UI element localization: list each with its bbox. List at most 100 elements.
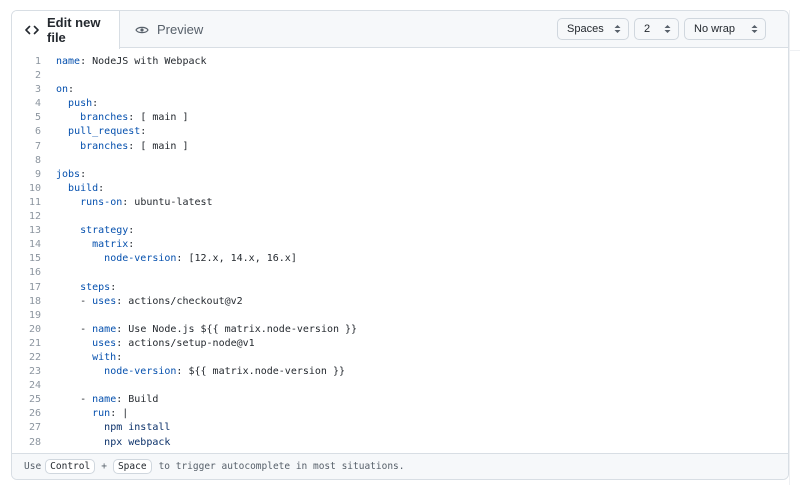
colon: : <box>92 98 99 110</box>
yaml-key: run <box>92 408 111 420</box>
code-line[interactable]: 4 push: <box>12 97 788 111</box>
line-number: 8 <box>34 154 41 166</box>
colon: : <box>116 295 123 307</box>
block-scalar: npx webpack <box>104 436 171 448</box>
code-line[interactable]: 22 with: <box>12 351 788 365</box>
indent <box>56 197 80 208</box>
code-line[interactable]: 13 strategy: <box>12 224 788 238</box>
colon: : <box>110 408 117 420</box>
code-line[interactable]: 26 run: | <box>12 407 788 421</box>
code-line[interactable]: 21 uses: actions/setup-node@v1 <box>12 337 788 351</box>
code-line[interactable]: 16 <box>12 266 788 280</box>
indent <box>56 282 80 293</box>
code-line[interactable]: 14 matrix: <box>12 238 788 252</box>
yaml-key: build <box>68 182 99 194</box>
code-line[interactable]: 17 steps: <box>12 281 788 295</box>
line-number: 6 <box>34 126 41 138</box>
line-content: steps: <box>56 281 116 295</box>
select-caret-icon <box>664 24 671 34</box>
colon: : <box>110 281 117 293</box>
yaml-key: name <box>92 394 117 406</box>
code-line[interactable]: 20 - name: Use Node.js ${{ matrix.node-v… <box>12 323 788 337</box>
hint-plus: + <box>101 461 107 472</box>
line-number: 12 <box>28 211 41 223</box>
yaml-key: node-version <box>104 253 177 265</box>
indent <box>56 408 92 419</box>
line-number: 26 <box>28 408 41 420</box>
indent-size-value: 2 <box>644 23 651 35</box>
code-line[interactable]: 12 <box>12 210 788 224</box>
colon: : <box>116 323 123 335</box>
line-number: 10 <box>28 182 41 194</box>
yaml-value: ${{ matrix.node-version }} <box>182 366 346 378</box>
code-line[interactable]: 27 npm install <box>12 421 788 435</box>
colon: : <box>128 239 135 251</box>
line-number: 11 <box>28 196 41 208</box>
code-line[interactable]: 19 <box>12 309 788 323</box>
yaml-value: [ main ] <box>134 112 189 124</box>
code-line[interactable]: 6 pull_request: <box>12 125 788 139</box>
code-line[interactable]: 7 branches: [ main ] <box>12 140 788 154</box>
code-line[interactable]: 23 node-version: ${{ matrix.node-version… <box>12 365 788 379</box>
yaml-key: jobs <box>56 168 81 180</box>
line-content: branches: [ main ] <box>56 140 188 154</box>
code-line[interactable]: 18 - uses: actions/checkout@v2 <box>12 295 788 309</box>
code-line[interactable]: 10 build: <box>12 182 788 196</box>
line-number: 23 <box>28 366 41 378</box>
line-content: runs-on: ubuntu-latest <box>56 196 213 210</box>
page-divider <box>789 10 790 485</box>
tab-edit-new-file[interactable]: Edit new file <box>12 11 120 49</box>
code-line[interactable]: 5 branches: [ main ] <box>12 111 788 125</box>
colon: : <box>98 182 105 194</box>
yaml-value: ubuntu-latest <box>128 196 213 208</box>
tab-edit-label: Edit new file <box>47 15 101 45</box>
line-number: 16 <box>28 267 41 279</box>
yaml-value: NodeJS with Webpack <box>86 56 207 67</box>
code-line[interactable]: 24 <box>12 379 788 393</box>
line-content: - name: Build <box>56 393 158 407</box>
wrap-mode-select[interactable]: No wrap <box>684 18 766 40</box>
indent-mode-select[interactable]: Spaces <box>557 18 629 40</box>
code-line[interactable]: 11 runs-on: ubuntu-latest <box>12 196 788 210</box>
yaml-value: actions/setup-node@v1 <box>122 337 255 349</box>
yaml-key: name <box>56 56 81 67</box>
indent <box>56 183 68 194</box>
editor-options: Spaces 2 No wrap <box>557 18 766 40</box>
yaml-value: [12.x, 14.x, 16.x] <box>182 253 297 265</box>
code-line[interactable]: 28 npx webpack <box>12 436 788 450</box>
hint-prefix: Use <box>24 461 42 472</box>
colon: : <box>80 56 87 67</box>
colon: : <box>176 253 183 265</box>
line-number: 17 <box>28 281 41 293</box>
indent <box>56 112 80 123</box>
line-number: 27 <box>28 422 41 434</box>
indent-size-select[interactable]: 2 <box>634 18 679 40</box>
code-line[interactable]: 8 <box>12 154 788 168</box>
line-content: - name: Use Node.js ${{ matrix.node-vers… <box>56 323 357 337</box>
line-content: - uses: actions/checkout@v2 <box>56 295 243 309</box>
line-content: run: | <box>56 407 128 421</box>
line-number: 24 <box>28 380 41 392</box>
indent <box>56 437 104 448</box>
code-line[interactable]: 25 - name: Build <box>12 393 788 407</box>
tab-preview[interactable]: Preview <box>120 11 203 48</box>
yaml-key: branches <box>80 112 129 124</box>
code-line[interactable]: 2 <box>12 69 788 83</box>
yaml-value: [ main ] <box>134 140 189 152</box>
line-content: matrix: <box>56 238 134 252</box>
line-number: 20 <box>28 323 41 335</box>
indent <box>56 324 80 335</box>
line-number: 28 <box>28 436 41 448</box>
indent <box>56 225 80 236</box>
colon: : <box>116 351 123 363</box>
code-line[interactable]: 15 node-version: [12.x, 14.x, 16.x] <box>12 252 788 266</box>
list-dash: - <box>80 323 93 335</box>
colon: : <box>122 196 129 208</box>
line-number: 5 <box>34 112 41 124</box>
yaml-key: with <box>92 351 117 363</box>
indent-mode-value: Spaces <box>567 23 604 35</box>
